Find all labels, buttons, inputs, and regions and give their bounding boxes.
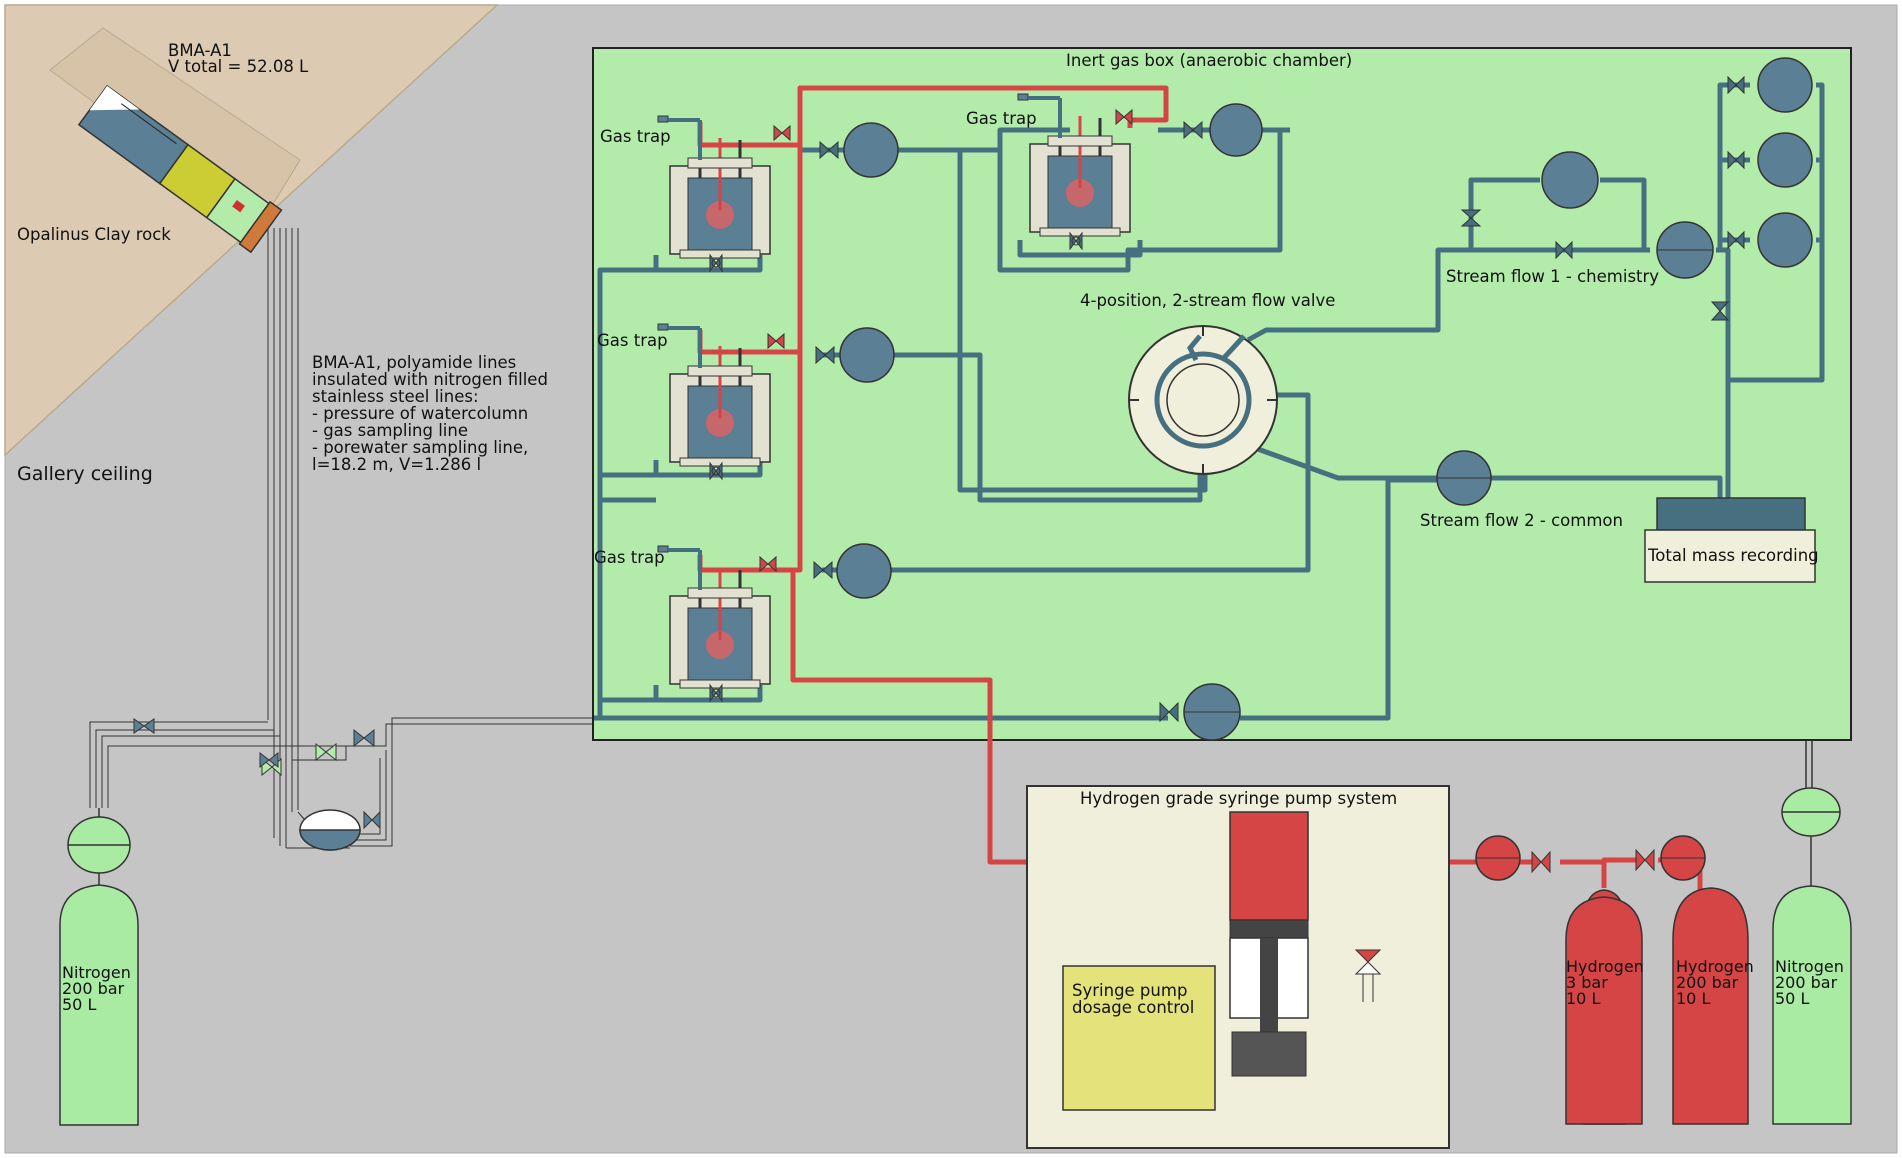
- dosage-control-line-1: Syringe pump: [1072, 981, 1187, 1000]
- stream2-label: Stream flow 2 - common: [1420, 511, 1623, 530]
- lines-desc-4: - pressure of watercolumn: [312, 404, 528, 423]
- nitrogen-cylinder-left: Nitrogen 200 bar 50 L: [59, 808, 139, 1126]
- n2-right-label-1: Nitrogen: [1775, 957, 1844, 976]
- node-r1: [843, 122, 899, 178]
- flow-valve: [1128, 325, 1278, 475]
- node-top-3: [1757, 212, 1813, 268]
- reactor-3: [657, 323, 771, 481]
- dosage-control-panel: [1062, 965, 1216, 1111]
- nitrogen-line-valves: [133, 718, 381, 830]
- node-r3: [839, 327, 895, 383]
- reactor-4: [657, 545, 771, 703]
- lines-desc-6: - porewater sampling line,: [312, 438, 528, 457]
- lines-desc-3: stainless steel lines:: [312, 387, 479, 406]
- h2-200bar-label-1: Hydrogen: [1676, 957, 1754, 976]
- hydrogen-cylinder-3bar: Hydrogen 3 bar 10 L: [1565, 889, 1644, 1125]
- node-top-1: [1757, 57, 1813, 113]
- node-stream1: [1541, 151, 1599, 209]
- nitrogen-cylinder-right: Nitrogen 200 bar 50 L: [1772, 787, 1852, 1125]
- watercolumn-vessel: [299, 809, 361, 851]
- dosage-control-line-2: dosage control: [1072, 998, 1194, 1017]
- n2-right-label-3: 50 L: [1775, 989, 1809, 1008]
- syringe-rod: [1260, 938, 1278, 1032]
- reactor-1: [657, 115, 771, 273]
- flow-valve-label: 4-position, 2-stream flow valve: [1080, 291, 1335, 310]
- syringe-barrel: [1229, 811, 1309, 921]
- node-r2: [1209, 103, 1263, 157]
- gallery-ceiling-label: Gallery ceiling: [17, 463, 153, 485]
- gas-trap-label-3: Gas trap: [597, 331, 668, 350]
- blue-flow-lines: [594, 82, 1825, 790]
- mass-recording-label: Total mass recording: [1647, 546, 1819, 565]
- borehole-volume: V total = 52.08 L: [168, 57, 309, 76]
- lines-desc-1: BMA-A1, polyamide lines: [312, 353, 516, 372]
- lines-desc-7: l=18.2 m, V=1.286 l: [312, 455, 481, 474]
- h2-200bar-label-3: 10 L: [1676, 989, 1710, 1008]
- blue-valves: [813, 75, 1745, 723]
- node-center-lines: [1184, 249, 1713, 713]
- h2-3bar-label-3: 10 L: [1566, 989, 1600, 1008]
- node-r4: [836, 543, 892, 599]
- lines-desc-2: insulated with nitrogen filled: [312, 370, 548, 389]
- stream1-label: Stream flow 1 - chemistry: [1446, 267, 1659, 286]
- gas-trap-label-4: Gas trap: [594, 548, 665, 567]
- reactor-2: [1017, 93, 1131, 251]
- blue-nodes: [836, 57, 1813, 741]
- syringe-plunger: [1229, 919, 1309, 939]
- syringe-pump-system: Hydrogen grade syringe pump system Syrin…: [1026, 785, 1450, 1149]
- n2-right-label-2: 200 bar: [1775, 973, 1838, 992]
- pump-system-label: Hydrogen grade syringe pump system: [1080, 789, 1397, 808]
- gas-trap-label-2: Gas trap: [966, 109, 1037, 128]
- n2-left-label-2: 200 bar: [62, 979, 125, 998]
- borehole-bma-a1: [77, 84, 283, 254]
- mass-recording: Total mass recording: [1644, 497, 1819, 583]
- h2-3bar-label-2: 3 bar: [1566, 973, 1608, 992]
- borehole-name: BMA-A1: [168, 41, 232, 60]
- h2-3bar-label-1: Hydrogen: [1566, 957, 1644, 976]
- node-top-2: [1757, 132, 1813, 188]
- hydrogen-cylinder-200bar: Hydrogen 200 bar 10 L: [1672, 887, 1754, 1125]
- lines-description: BMA-A1, polyamide lines insulated with n…: [312, 353, 548, 474]
- n2-left-label-1: Nitrogen: [62, 963, 131, 982]
- h2-200bar-label-2: 200 bar: [1676, 973, 1739, 992]
- n2-left-label-3: 50 L: [62, 995, 96, 1014]
- rock-label: Opalinus Clay rock: [17, 225, 171, 244]
- box-title: Inert gas box (anaerobic chamber): [1066, 51, 1352, 70]
- lines-desc-5: - gas sampling line: [312, 421, 468, 440]
- gas-trap-label-1: Gas trap: [600, 127, 671, 146]
